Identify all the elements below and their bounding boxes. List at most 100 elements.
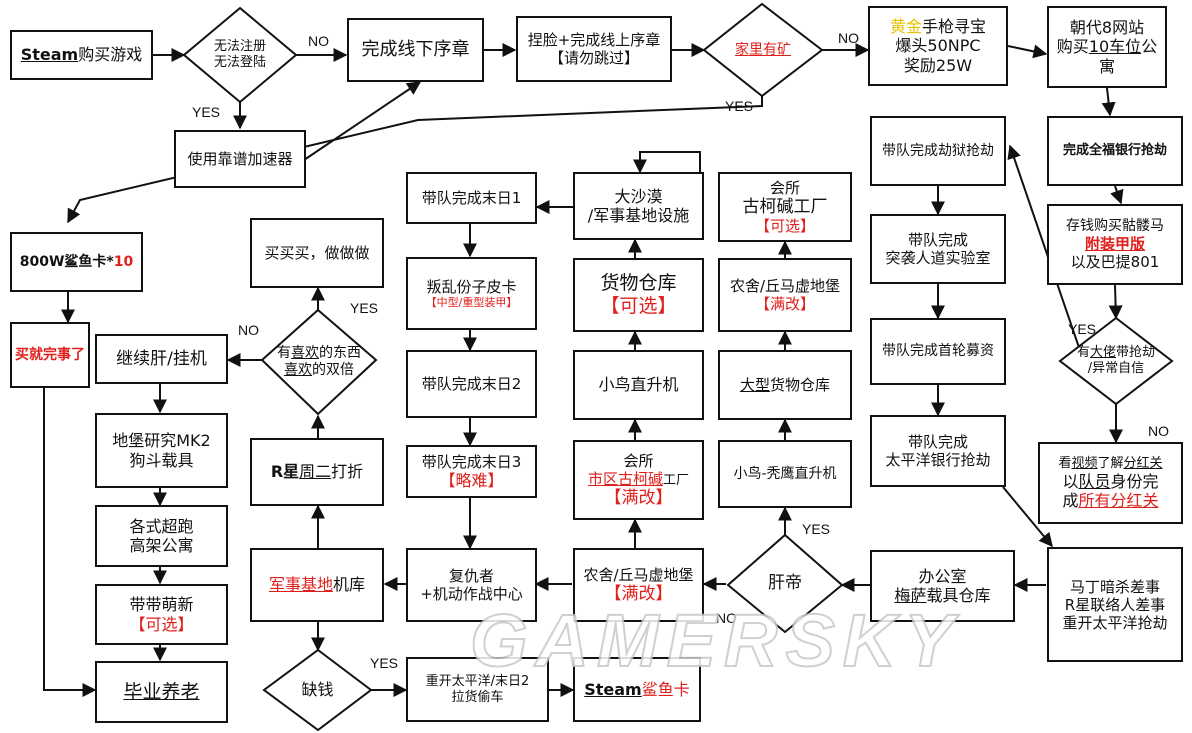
- text-buy: 购买: [1056, 37, 1089, 57]
- text-desert: 大沙漠: [614, 186, 663, 206]
- edge-pacific-to-martin: [1002, 486, 1053, 548]
- text-finale: 分红关: [1123, 456, 1163, 472]
- node-use-accel: 使用靠谱加速器: [174, 130, 306, 188]
- text-double: 的双倍: [312, 362, 354, 378]
- text-cargo-warehouse: 货物仓库: [600, 272, 677, 295]
- text-optional-2: 【可选】: [600, 295, 677, 317]
- text-doomsday2: 带队完成末日2: [421, 375, 522, 393]
- steam-brand: Steam: [20, 45, 79, 65]
- label-yes-money: YES: [370, 655, 399, 671]
- text-farm-ranch: 农舍/丘马虚地堡: [583, 565, 694, 584]
- node-rebel-pickup: 叛乱份子皮卡 【中型/重型装甲】: [406, 257, 537, 330]
- text-carry-heist: 带抢劫: [1116, 345, 1156, 361]
- text-things: 的东西: [319, 345, 361, 362]
- node-lead-doomsday3: 带队完成末日3 【略难】: [406, 445, 537, 498]
- text-pistol-hunt: 手枪寻宝: [922, 17, 987, 37]
- node-military-hangar: 军事基地机库: [250, 548, 384, 622]
- text-replay-pacific-2: 重开太平洋抢劫: [1062, 613, 1168, 632]
- text-office: 办公室: [918, 566, 967, 586]
- text-replay-pacific: 重开太平洋/末日2: [425, 673, 530, 689]
- text-little-bird: 小鸟直升机: [598, 375, 679, 395]
- text-tuesday: 周二: [299, 462, 332, 482]
- edge-fleeca-to-skeleton: [1110, 185, 1124, 205]
- text-lead-complete-2: 带队完成: [907, 433, 968, 451]
- text-supercars: 各式超跑: [129, 516, 194, 536]
- text-confident: /异常自信: [1087, 361, 1145, 376]
- text-vehicle-wh: 载具仓库: [926, 586, 991, 605]
- decision-home-mine: [702, 2, 824, 98]
- text-club: 会所: [623, 451, 654, 470]
- node-office: 办公室 梅萨载具仓库: [870, 550, 1015, 622]
- text-like: 喜欢: [291, 345, 319, 362]
- node-like-things: 有喜欢的东西 喜欢的双倍: [262, 310, 376, 414]
- node-gold-pistol: 黄金手枪寻宝 爆头50NPC 奖励25W: [868, 6, 1008, 86]
- text-farm-ranch-2: 农舍/丘马虚地堡: [729, 277, 841, 295]
- node-buy-buy: 买买买，做做做: [250, 218, 384, 288]
- node-continue-grind: 继续肝/挂机: [95, 334, 228, 384]
- node-little-bird: 小鸟直升机: [573, 350, 704, 420]
- node-retire: 毕业养老: [95, 661, 228, 723]
- node-done-buying: 买就完事了: [10, 322, 90, 388]
- node-offline-prologue: 完成线下序章: [347, 18, 484, 82]
- text-carry-newbies: 带带萌新: [129, 595, 194, 615]
- text-factory: 工厂: [663, 472, 690, 488]
- watermark: GAMERSKY: [469, 598, 962, 683]
- text-hi-apartment: 高架公寓: [129, 536, 194, 555]
- edge-skeleton-to-boss: [1108, 284, 1123, 320]
- text-offline-prologue: 完成线下序章: [361, 39, 470, 61]
- text-full-mod-3: 【满改】: [754, 295, 815, 313]
- text-shark-card: 鲨鱼卡: [641, 679, 690, 699]
- text-800w-shark: 800W鲨鱼卡*: [19, 253, 114, 270]
- node-farm-ranch-2: 农舍/丘马虚地堡 【满改】: [718, 258, 852, 332]
- text-rebel-pickup: 叛乱份子皮卡: [426, 277, 517, 296]
- text-optional: 【可选】: [129, 614, 194, 634]
- text-lead-complete: 带队完成: [907, 231, 968, 249]
- text-yu: 寓: [1098, 56, 1115, 76]
- text-gong: 公: [1141, 37, 1158, 57]
- decision-cant-login: [182, 6, 298, 104]
- node-lead-doomsday1: 带队完成末日1: [406, 172, 537, 224]
- text-dynasty8: 朝代8网站: [1069, 18, 1145, 38]
- node-lead-doomsday2: 带队完成末日2: [406, 350, 537, 418]
- text-full-mod: 【满改】: [604, 488, 673, 509]
- node-avenger: 复仇者 +机动作战中心: [406, 548, 537, 622]
- text-armor: 【中型/重型装甲】: [425, 295, 518, 309]
- node-big-boss: 有大佬带抢劫 /异常自信: [1060, 318, 1172, 404]
- text-home-mine: 家里有矿: [735, 41, 791, 58]
- text-10-garage: 10车位: [1088, 37, 1142, 57]
- steam-brand-2: Steam: [584, 679, 642, 699]
- text-optional-3: 【可选】: [754, 217, 815, 236]
- node-martin: 马丁暗杀差事 R星联络人差事 重开太平洋抢劫: [1047, 547, 1183, 662]
- text-use-accel: 使用靠谱加速器: [187, 150, 293, 168]
- text-rstar-contact: R星联络人差事: [1064, 595, 1166, 614]
- text-doomsday3: 带队完成末日3: [421, 452, 522, 471]
- text-headshot: 爆头50NPC: [895, 36, 981, 56]
- node-buzzard-heli: 小鸟-秃鹰直升机: [718, 440, 852, 508]
- node-rstar-tuesday: R星周二打折: [250, 438, 384, 506]
- label-yes-mine: YES: [725, 98, 754, 114]
- text-pacific-heist: 太平洋银行抢劫: [885, 451, 991, 469]
- label-no-boss: NO: [1148, 423, 1169, 439]
- text-buzzard: 小鸟-秃鹰直升机: [733, 465, 837, 482]
- text-club-1: 会所: [769, 178, 800, 197]
- text-city-cocaine: 市区古柯碱: [587, 469, 663, 488]
- text-discount: 打折: [331, 462, 364, 482]
- edge-done-to-retire: [43, 388, 97, 697]
- edge-gold-to-dynasty: [1007, 44, 1048, 59]
- label-yes-like: YES: [350, 300, 379, 316]
- label-no-mine: NO: [838, 30, 859, 46]
- node-club-cocaine-1: 会所 古柯碱工厂 【可选】: [718, 172, 852, 242]
- text-big-boss: 大佬: [1089, 345, 1116, 361]
- text-martin: 马丁暗杀差事: [1069, 577, 1160, 596]
- node-lead-humane: 带队完成 突袭人道实验室: [870, 214, 1006, 284]
- text-as: 以: [1062, 471, 1079, 491]
- text-pinch-face: 捏脸+完成线上序章: [527, 31, 661, 49]
- node-pinch-face: 捏脸+完成线上序章 【请勿跳过】: [516, 16, 672, 82]
- label-no-login: NO: [308, 33, 329, 49]
- text-full-mod-2: 【满改】: [604, 583, 673, 604]
- text-dont-skip: 【请勿跳过】: [548, 49, 639, 67]
- text-cheng: 成: [1062, 490, 1079, 510]
- text-cant-login: 无法登陆: [213, 55, 266, 70]
- node-home-mine: 家里有矿: [704, 4, 822, 96]
